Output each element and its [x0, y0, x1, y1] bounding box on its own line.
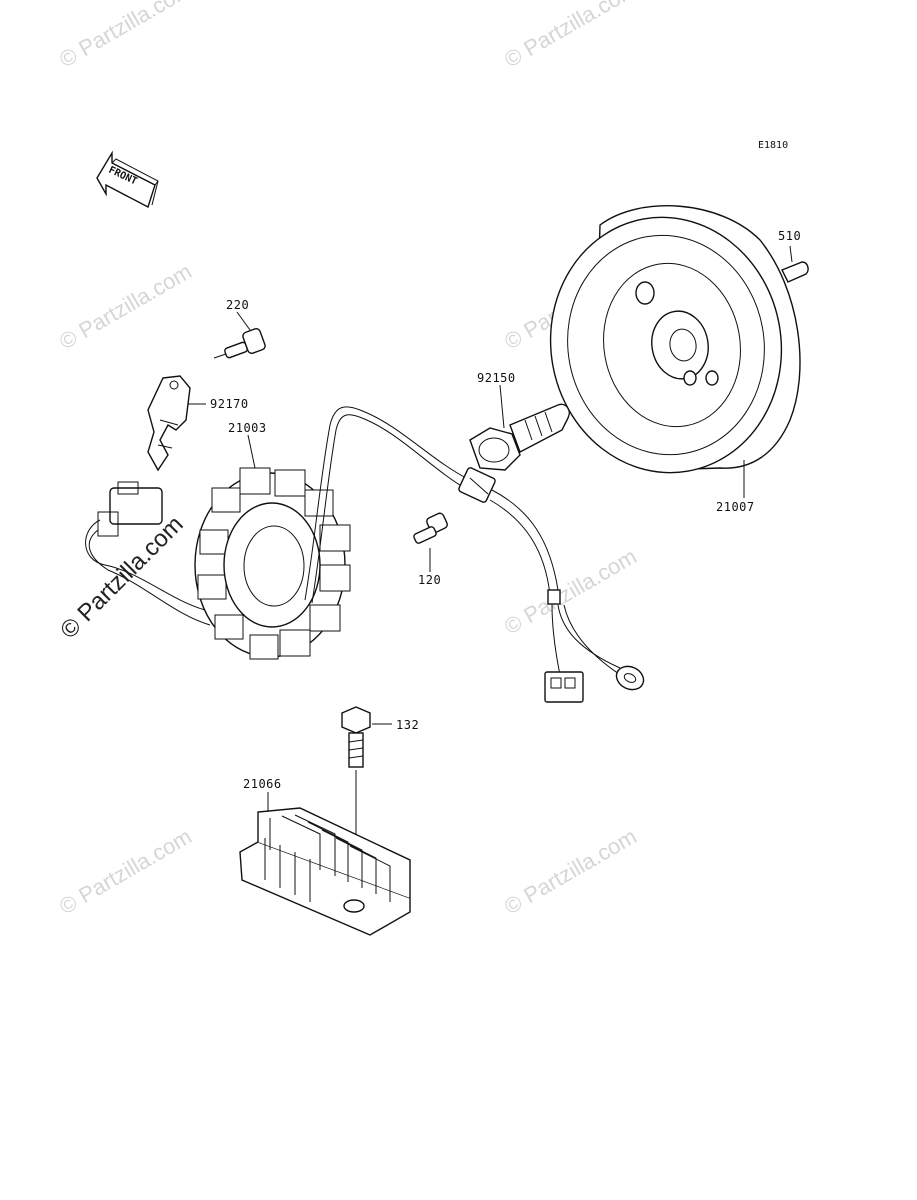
wire [85, 519, 206, 611]
leader-line [499, 384, 505, 429]
bolt-220 [213, 328, 266, 359]
callout-21066: 21066 [243, 777, 282, 791]
leader-line [236, 311, 251, 331]
leader-line [247, 434, 256, 469]
wire-sleeve [547, 589, 561, 605]
diagram-ref-code: E1810 [758, 140, 788, 151]
callout-510: 510 [778, 229, 801, 243]
clamp-92170 [147, 375, 191, 472]
bolt-92150 [469, 403, 570, 471]
callout-132: 132 [396, 718, 419, 732]
bolt-132 [341, 706, 371, 768]
leader-line [789, 245, 793, 263]
wire [304, 406, 471, 601]
front-arrow-icon: FRONT [96, 150, 159, 209]
callout-92170: 92170 [210, 397, 249, 411]
wire [88, 529, 211, 626]
harness-connector [458, 467, 496, 503]
wire [551, 604, 561, 676]
callout-120: 120 [418, 573, 441, 587]
callout-21003: 21003 [228, 421, 267, 435]
callout-21007: 21007 [716, 500, 755, 514]
watermark: © Partzilla.com [55, 0, 196, 72]
terminal-connector [544, 671, 584, 703]
wire [489, 499, 551, 596]
wire [491, 489, 559, 591]
regulator-21066 [239, 807, 411, 936]
watermark: © Partzilla.com [500, 0, 641, 72]
wire [563, 604, 623, 677]
ring-terminal [615, 665, 645, 691]
watermark: © Partzilla.com [500, 824, 641, 920]
bolt-120 [413, 512, 448, 544]
watermark-group: © Partzilla.com © Partzilla.com © Partzi… [55, 0, 641, 919]
stator-21003 [194, 467, 351, 660]
watermark: © Partzilla.com [55, 824, 196, 920]
callout-220: 220 [226, 298, 249, 312]
pickup-coil [97, 481, 163, 537]
callout-92150: 92150 [477, 371, 516, 385]
wire [557, 604, 621, 669]
watermark-main: © Partzilla.com [55, 511, 188, 644]
key-510 [781, 261, 809, 283]
watermark: © Partzilla.com [500, 544, 641, 640]
wire [311, 414, 469, 604]
flywheel-21007 [549, 205, 801, 474]
watermark: © Partzilla.com [55, 259, 196, 355]
